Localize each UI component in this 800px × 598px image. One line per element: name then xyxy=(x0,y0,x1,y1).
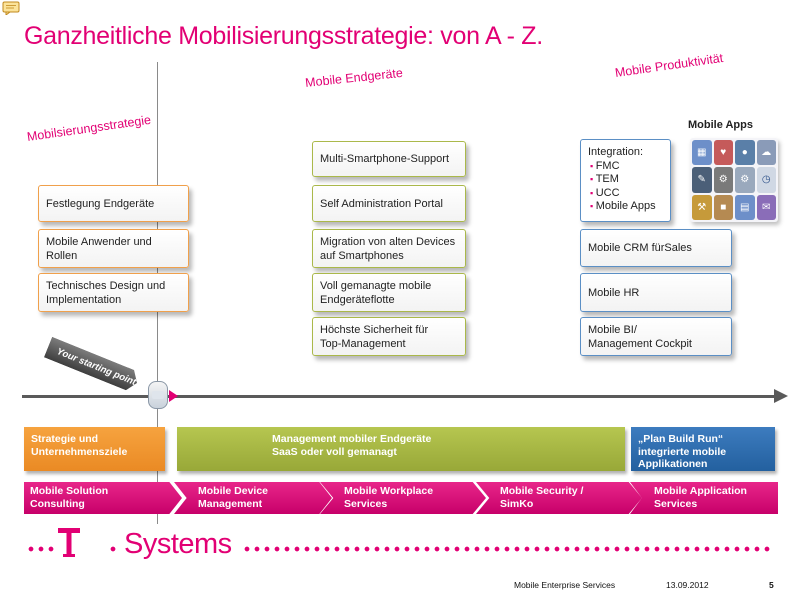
device-box-label: Höchste Sicherheit für Top-Management xyxy=(320,323,429,350)
integration-title: Integration: xyxy=(588,146,644,158)
service-chevron-device-management: Mobile Device Management xyxy=(174,482,332,514)
page-number: 5 xyxy=(769,580,774,590)
logo-dots xyxy=(26,546,56,552)
phase-band-plan-build-run: „Plan Build Run“ integrierte mobile Appl… xyxy=(631,427,775,471)
footer-date: 13.09.2012 xyxy=(666,580,709,590)
device-box-self-admin: Self Administration Portal xyxy=(312,185,466,222)
comment-icon[interactable] xyxy=(2,1,20,15)
service-chevron-applications: Mobile Application Services xyxy=(630,482,778,514)
app-icon: ✎ xyxy=(692,167,712,193)
productivity-box-label: Mobile BI/ Management Cockpit xyxy=(588,323,692,350)
category-strategy-label: Mobilsierungsstrategie xyxy=(26,112,152,144)
brand-wordmark: Systems xyxy=(124,528,232,560)
productivity-box-label: Mobile CRM fürSales xyxy=(588,242,692,254)
productivity-box-hr: Mobile HR xyxy=(580,273,732,312)
integration-item: TEM xyxy=(588,173,663,187)
device-box-managed-fleet: Voll gemanagte mobile Endgeräteflotte xyxy=(312,273,466,312)
logo-dots xyxy=(242,546,772,552)
integration-item: Mobile Apps xyxy=(588,200,663,214)
strategy-box-technical-design: Technisches Design und Implementation xyxy=(38,273,189,312)
integration-item: FMC xyxy=(588,160,663,174)
phone-marker-icon xyxy=(148,381,168,409)
strategy-box-devices: Festlegung Endgeräte xyxy=(38,185,189,222)
device-box-migration: Migration von alten Devices auf Smartpho… xyxy=(312,229,466,268)
service-chevron-consulting: Mobile Solution Consulting xyxy=(24,482,182,514)
strategy-box-users-roles: Mobile Anwender und Rollen xyxy=(38,229,189,268)
app-icon: ⚒ xyxy=(692,194,712,220)
logo-dots xyxy=(108,546,120,552)
device-box-label: Migration von alten Devices auf Smartpho… xyxy=(320,235,456,262)
slide-title: Ganzheitliche Mobilisierungsstrategie: v… xyxy=(24,22,543,50)
strategy-box-label: Technisches Design und Implementation xyxy=(46,279,166,306)
app-icon: ⚙ xyxy=(735,167,755,193)
phase-band-device-management: Management mobiler Endgeräte SaaS oder v… xyxy=(177,427,625,471)
device-box-security: Höchste Sicherheit für Top-Management xyxy=(312,317,466,356)
app-icon: ▤ xyxy=(735,194,755,220)
category-productivity-label: Mobile Produktivität xyxy=(614,50,725,80)
productivity-box-bi: Mobile BI/ Management Cockpit xyxy=(580,317,732,356)
device-box-label: Voll gemanagte mobile Endgeräteflotte xyxy=(320,279,432,306)
integration-box: Integration: FMC TEM UCC Mobile Apps xyxy=(580,139,671,222)
starting-point-arrow: Your starting point xyxy=(44,337,141,393)
integration-item: UCC xyxy=(588,187,663,201)
device-box-label: Multi-Smartphone-Support xyxy=(320,153,450,165)
app-icon: ✉ xyxy=(756,194,776,220)
device-box-multi-smartphone: Multi-Smartphone-Support xyxy=(312,141,466,177)
phase-band-strategy: Strategie und Unternehmensziele xyxy=(24,427,165,471)
app-icon: ◷ xyxy=(756,167,776,193)
productivity-box-crm: Mobile CRM fürSales xyxy=(580,229,732,267)
device-box-label: Self Administration Portal xyxy=(320,197,443,210)
mobile-apps-label: Mobile Apps xyxy=(688,119,753,131)
timeline-arrow-head xyxy=(774,389,788,403)
service-chevron-workplace: Mobile Workplace Services xyxy=(320,482,486,514)
productivity-box-label: Mobile HR xyxy=(588,286,640,299)
integration-list: FMC TEM UCC Mobile Apps xyxy=(588,160,663,214)
service-chevron-security: Mobile Security / SimKo xyxy=(476,482,642,514)
footer-label: Mobile Enterprise Services xyxy=(514,580,616,590)
app-icon: ▦ xyxy=(692,140,712,166)
strategy-box-label: Festlegung Endgeräte xyxy=(46,197,155,210)
app-icon: ♥ xyxy=(713,140,733,166)
category-devices-label: Mobile Endgeräte xyxy=(304,65,404,90)
marker-pointer-icon xyxy=(169,390,178,402)
app-icon: ■ xyxy=(713,194,733,220)
starting-point-label: Your starting point xyxy=(55,345,138,388)
strategy-box-label: Mobile Anwender und Rollen xyxy=(46,235,152,262)
app-icon: ⚙ xyxy=(713,167,733,193)
mobile-apps-icon-grid: ▦ ♥ ● ☁ ✎ ⚙ ⚙ ◷ ⚒ ■ ▤ ✉ xyxy=(690,138,778,222)
app-icon: ● xyxy=(735,140,755,166)
t-logo-icon xyxy=(58,528,80,557)
app-icon: ☁ xyxy=(756,140,776,166)
timeline-arrow xyxy=(22,395,777,398)
